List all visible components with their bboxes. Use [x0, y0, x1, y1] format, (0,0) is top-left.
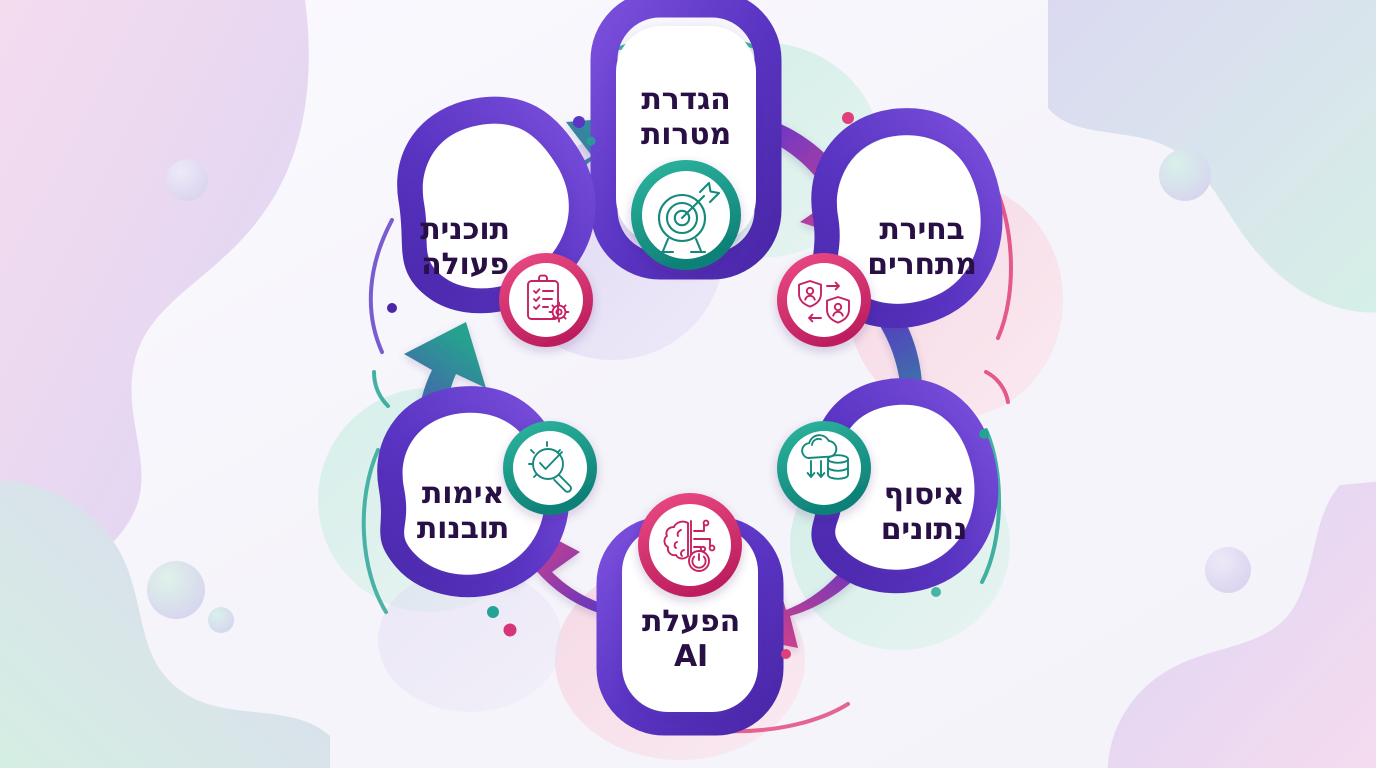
blob-top-right — [1048, 0, 1376, 313]
dot-bottom-left-b — [208, 607, 234, 633]
blob-top-left — [0, 0, 309, 586]
dot-top-left — [166, 159, 208, 201]
badge-ai-brain[interactable] — [638, 493, 742, 597]
clipboard-gear-icon — [527, 274, 570, 323]
dot-bottom-left-a — [147, 561, 205, 619]
ai-brain-icon — [663, 519, 716, 572]
step-card-data[interactable] — [811, 378, 999, 594]
competitors-shield-icon — [798, 280, 850, 324]
dot-top-right — [1159, 149, 1211, 201]
step-card-plan[interactable] — [397, 96, 596, 314]
badge-clipboard-gear[interactable] — [499, 253, 593, 347]
blob-bottom-right — [1107, 481, 1376, 768]
badge-target[interactable] — [631, 160, 741, 270]
magnifier-check-icon — [528, 441, 572, 493]
badge-cloud-database[interactable] — [777, 421, 871, 515]
cloud-database-icon — [801, 434, 849, 480]
badge-magnifier-check[interactable] — [503, 421, 597, 515]
dot-bottom-right — [1205, 547, 1251, 593]
blob-bottom-left — [0, 480, 330, 768]
badge-competitors[interactable] — [777, 253, 871, 347]
target-icon — [657, 181, 721, 254]
